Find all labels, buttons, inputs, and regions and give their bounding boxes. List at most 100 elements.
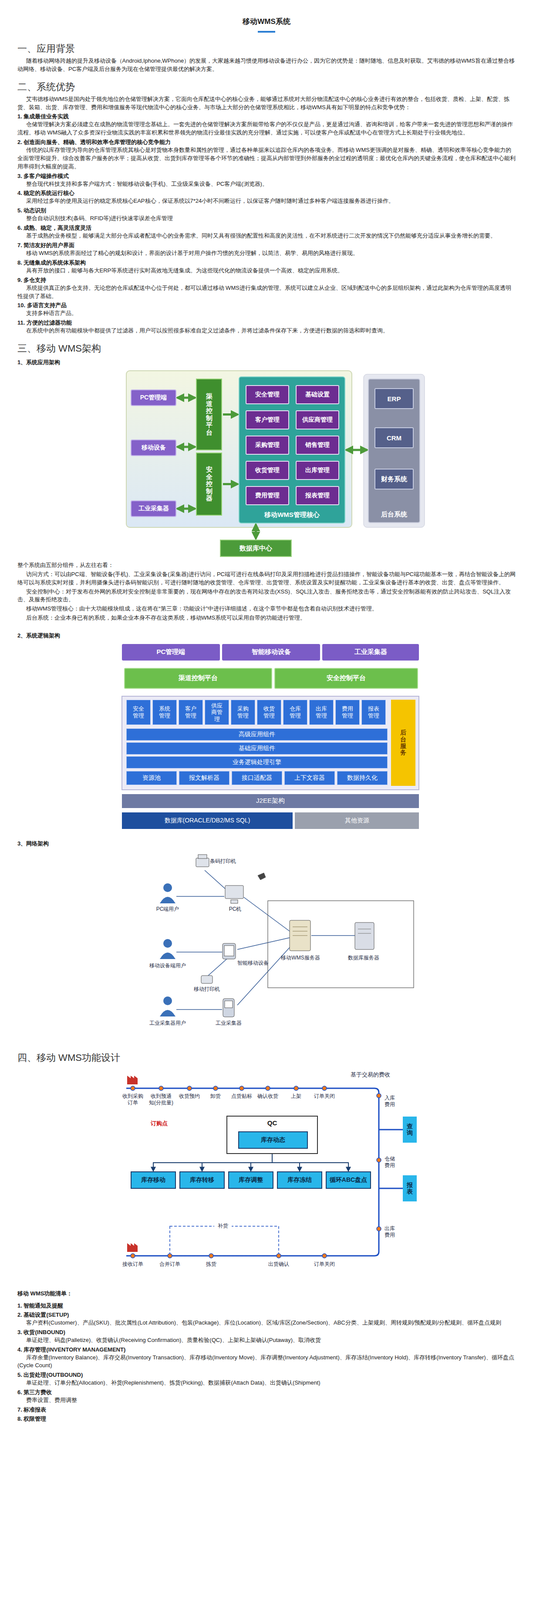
client-box: 智能移动设备 (222, 644, 321, 662)
node-text: 销售管理 (305, 441, 330, 450)
node-text: 智能移动设备 (251, 648, 291, 657)
paragraph: 艾韦德移动WMS是国内处于领先地位的仓储管理解决方案，它面向仓库配送中心的核心业… (17, 95, 516, 112)
list-heading: 6. 成熟、稳定，高灵活度灵活 (17, 224, 516, 233)
step-label: 卸货 (203, 1093, 228, 1101)
node-text: 工业采集器 (354, 648, 388, 657)
list-heading: 1. 集成最佳业务实践 (17, 112, 516, 121)
node-text: 渠道控制平台 (205, 393, 213, 437)
step-label: 收货预约 (177, 1093, 202, 1101)
section-heading: 一、应用背景 (17, 42, 516, 56)
paragraph: 整合现代科技支持和多客户端方式：智能移动设备(手机)、工业级采集设备、PC客户端… (17, 180, 516, 189)
sub-heading: 2、系统逻辑架构 (17, 632, 516, 641)
diagram-area: 基于交易的费收 收到采购订单 收到预通知(分批量) 收货预约 卸货 点货贴标 确… (0, 1069, 533, 1283)
side-box: 查询 (402, 1117, 417, 1144)
module-box: 仓库管理 (283, 700, 308, 726)
control-bar: 安全控制器 (195, 452, 223, 517)
node-text: 供应商管理 (302, 416, 333, 425)
module-box: 出库管理 (309, 700, 334, 726)
inventory-box: 库存移动 (130, 1172, 176, 1190)
section-heading: 三、移动 WMS架构 (17, 342, 516, 356)
paragraph: 基于成熟的业务模型，能够满足大部分仓库或者配送中心的业务需求。同时又具有很强的配… (17, 232, 516, 241)
device-label: PC机 (217, 906, 253, 914)
node-text: PC管理端 (140, 394, 167, 402)
node-text: 供应商管理 (209, 702, 225, 724)
paragraph: 随着移动网络跨越的提升及移动设备（Android,Iphone,WPhone）的… (17, 57, 516, 74)
fee-label: 出库费用 (383, 1226, 397, 1240)
paragraph: 系统提供真正的多仓支持。无论您的仓库或配送中心位于何处，都可以通过移动 WMS进… (17, 284, 516, 301)
server-label: 数据库服务器 (339, 955, 388, 962)
backend-box: 财务系统 (374, 468, 414, 490)
layer-bar: J2EE架构 (121, 794, 419, 809)
module-box: 采购管理 (245, 435, 290, 456)
list-heading: 4. 稳定的系统运行核心 (17, 189, 516, 198)
list-heading: 7. 标准报表 (17, 1406, 516, 1415)
step-label: 上架 (283, 1093, 309, 1101)
node-text: 库存转移 (189, 1177, 215, 1185)
list-heading: 9. 多仓支持 (17, 276, 516, 285)
connector (254, 524, 257, 540)
node-text: 接口适配器 (241, 774, 273, 783)
client-box: PC管理端 (130, 389, 177, 407)
node-text: 安全控制器 (205, 466, 213, 503)
module-box: 出库管理 (295, 461, 340, 481)
node-text: 采购管理 (235, 705, 251, 720)
inventory-box: 库存转移 (179, 1172, 225, 1190)
node-text: QC (227, 1119, 318, 1128)
fee-label: 入库费用 (383, 1095, 397, 1109)
node-text: 工业采集器 (138, 505, 169, 513)
core-panel: 移动WMS管理核心安全管理基础设置客户管理供应商管理采购管理销售管理收货管理出库… (238, 376, 346, 524)
paragraph: 移动WMS管理核心：由十大功能模块组成，这在将在“第三章：功能设计”中进行详细描… (17, 605, 516, 614)
step-label: 确认收货 (255, 1093, 280, 1101)
inventory-box: 库存冻结 (276, 1172, 323, 1190)
connector (222, 413, 238, 416)
page: 移动WMS系统 一、应用背景 随着移动网络跨越的提升及移动设备（Android,… (0, 0, 533, 1438)
list-heading: 4. 库存管理(INVENTORY MANAGEMENT) (17, 1346, 516, 1355)
platform-box: 渠道控制平台 (124, 668, 273, 690)
connector (202, 1154, 273, 1172)
device-label: 工业采集器 (209, 1020, 249, 1028)
inventory-box: 循环ABC盘点 (325, 1172, 372, 1190)
module-box: 供应商管理 (204, 700, 230, 726)
server-label: 移动WMS服务器 (274, 955, 327, 962)
list-heading: 1. 智能通知及提醒 (17, 1302, 516, 1311)
node-text: 库存冻结 (287, 1177, 312, 1185)
node-text: 上下文容器 (294, 774, 325, 783)
service-bar: 后台服务 (391, 700, 416, 787)
layer-bar: 基础应用组件 (126, 742, 388, 756)
connector (346, 449, 368, 452)
node-text: 报表管理 (305, 492, 330, 500)
module-box: 报表管理 (361, 700, 386, 726)
title-underline (257, 30, 276, 33)
paragraph: 传统的以库存管理为导向的仓库管理系统其核心是对货物本身数量和属性的管理，通过各种… (17, 146, 516, 172)
connector (177, 446, 196, 449)
connector (272, 1154, 349, 1172)
paragraph: 仓储管理解决方案必须建立在成熟的物流管理理念基础上。一套先进的仓储管理解决方案所… (17, 120, 516, 138)
flow-note: 基于交易的费收 (344, 1072, 397, 1080)
connector (222, 483, 238, 486)
node-text: 安全管理 (255, 391, 280, 399)
fee-label: 仓储费用 (383, 1156, 397, 1170)
client-box: 工业采集器 (322, 644, 419, 662)
node-text: 资源池 (142, 774, 161, 783)
node-text: 业务逻辑处理引擎 (232, 759, 282, 767)
backend-box: CRM (374, 427, 414, 449)
layer-bar: 报文解析器 (178, 771, 230, 786)
node-text: 循环ABC盘点 (329, 1177, 368, 1185)
list-heading: 2. 创造面向服务、精确、透明和效率仓库管理的核心竞争能力 (17, 138, 516, 147)
paragraph: 支持多种语言产品。 (17, 309, 516, 318)
device-label: 工业采集器用户 (143, 1020, 192, 1028)
step-label: 收到预通知(分批量) (148, 1093, 174, 1107)
node-text: 出库管理 (305, 466, 330, 475)
module-box: 费用管理 (335, 700, 360, 726)
step-label: 订单关闭 (311, 1261, 338, 1269)
connector (177, 397, 196, 400)
module-box: 安全管理 (126, 700, 151, 726)
node-text: ERP (387, 395, 402, 403)
paragraph: 库存余量(Inventory Balance)、库存交易(Inventory T… (17, 1354, 516, 1372)
node-text: 报文解析器 (188, 774, 220, 783)
module-box: 报表管理 (295, 486, 340, 506)
device-label: PC端用户 (150, 906, 186, 914)
sub-heading: 3、网络架构 (17, 840, 516, 849)
step-label: 收到采购订单 (120, 1093, 146, 1107)
list-heading: 11. 方便的过滤器功能 (17, 319, 516, 328)
